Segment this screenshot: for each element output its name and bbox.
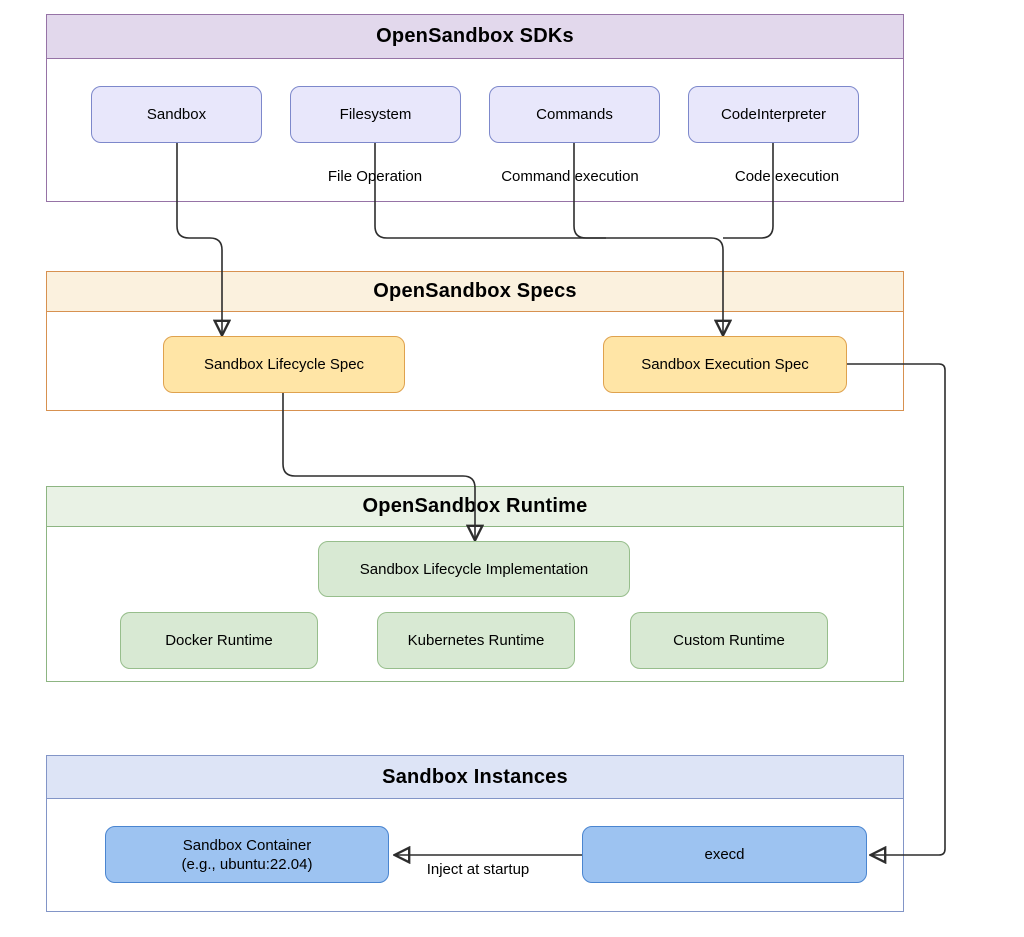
node-custom-runtime-label: Custom Runtime bbox=[673, 632, 785, 649]
section-runtime-title: OpenSandbox Runtime bbox=[362, 495, 588, 517]
node-sandbox-container-label-line1: Sandbox Container bbox=[182, 836, 312, 854]
node-sandbox-container: Sandbox Container (e.g., ubuntu:22.04) bbox=[105, 826, 389, 883]
node-sandbox-label: Sandbox bbox=[146, 106, 207, 123]
node-docker-runtime: Docker Runtime bbox=[120, 612, 318, 669]
node-sandbox: Sandbox bbox=[91, 86, 262, 143]
node-execd: execd bbox=[582, 826, 867, 883]
node-docker-runtime-label: Docker Runtime bbox=[165, 632, 273, 649]
annotation-code-execution: Code execution bbox=[734, 168, 840, 185]
annotation-command-execution: Command execution bbox=[501, 168, 639, 185]
node-sandbox-lifecycle-implementation: Sandbox Lifecycle Implementation bbox=[318, 541, 630, 597]
node-sandbox-lifecycle-spec-label: Sandbox Lifecycle Spec bbox=[203, 356, 365, 373]
node-sandbox-container-label-line2: (e.g., ubuntu:22.04) bbox=[181, 855, 313, 873]
section-sdks-header: OpenSandbox SDKs bbox=[47, 15, 903, 59]
node-commands-label: Commands bbox=[536, 106, 613, 123]
node-sandbox-execution-spec: Sandbox Execution Spec bbox=[603, 336, 847, 393]
node-codeinterpreter: CodeInterpreter bbox=[688, 86, 859, 143]
node-sandbox-lifecycle-implementation-label: Sandbox Lifecycle Implementation bbox=[359, 560, 589, 578]
node-filesystem-label: Filesystem bbox=[339, 106, 412, 123]
node-filesystem: Filesystem bbox=[290, 86, 461, 143]
annotation-file-operation: File Operation bbox=[327, 168, 423, 185]
node-sandbox-execution-spec-label: Sandbox Execution Spec bbox=[641, 356, 809, 373]
node-custom-runtime: Custom Runtime bbox=[630, 612, 828, 669]
section-instances-title: Sandbox Instances bbox=[382, 765, 568, 788]
node-kubernetes-runtime: Kubernetes Runtime bbox=[377, 612, 575, 669]
section-sdks-title: OpenSandbox SDKs bbox=[376, 25, 574, 47]
section-specs-title: OpenSandbox Specs bbox=[373, 280, 577, 302]
node-kubernetes-runtime-label: Kubernetes Runtime bbox=[407, 632, 545, 649]
section-instances-header: Sandbox Instances bbox=[47, 756, 903, 799]
node-sandbox-lifecycle-spec: Sandbox Lifecycle Spec bbox=[163, 336, 405, 393]
node-execd-label: execd bbox=[704, 846, 745, 863]
edge-label-inject-at-startup: Inject at startup bbox=[426, 861, 530, 878]
node-commands: Commands bbox=[489, 86, 660, 143]
section-runtime-header: OpenSandbox Runtime bbox=[47, 487, 903, 527]
section-specs-header: OpenSandbox Specs bbox=[47, 272, 903, 312]
node-codeinterpreter-label: CodeInterpreter bbox=[720, 106, 827, 123]
